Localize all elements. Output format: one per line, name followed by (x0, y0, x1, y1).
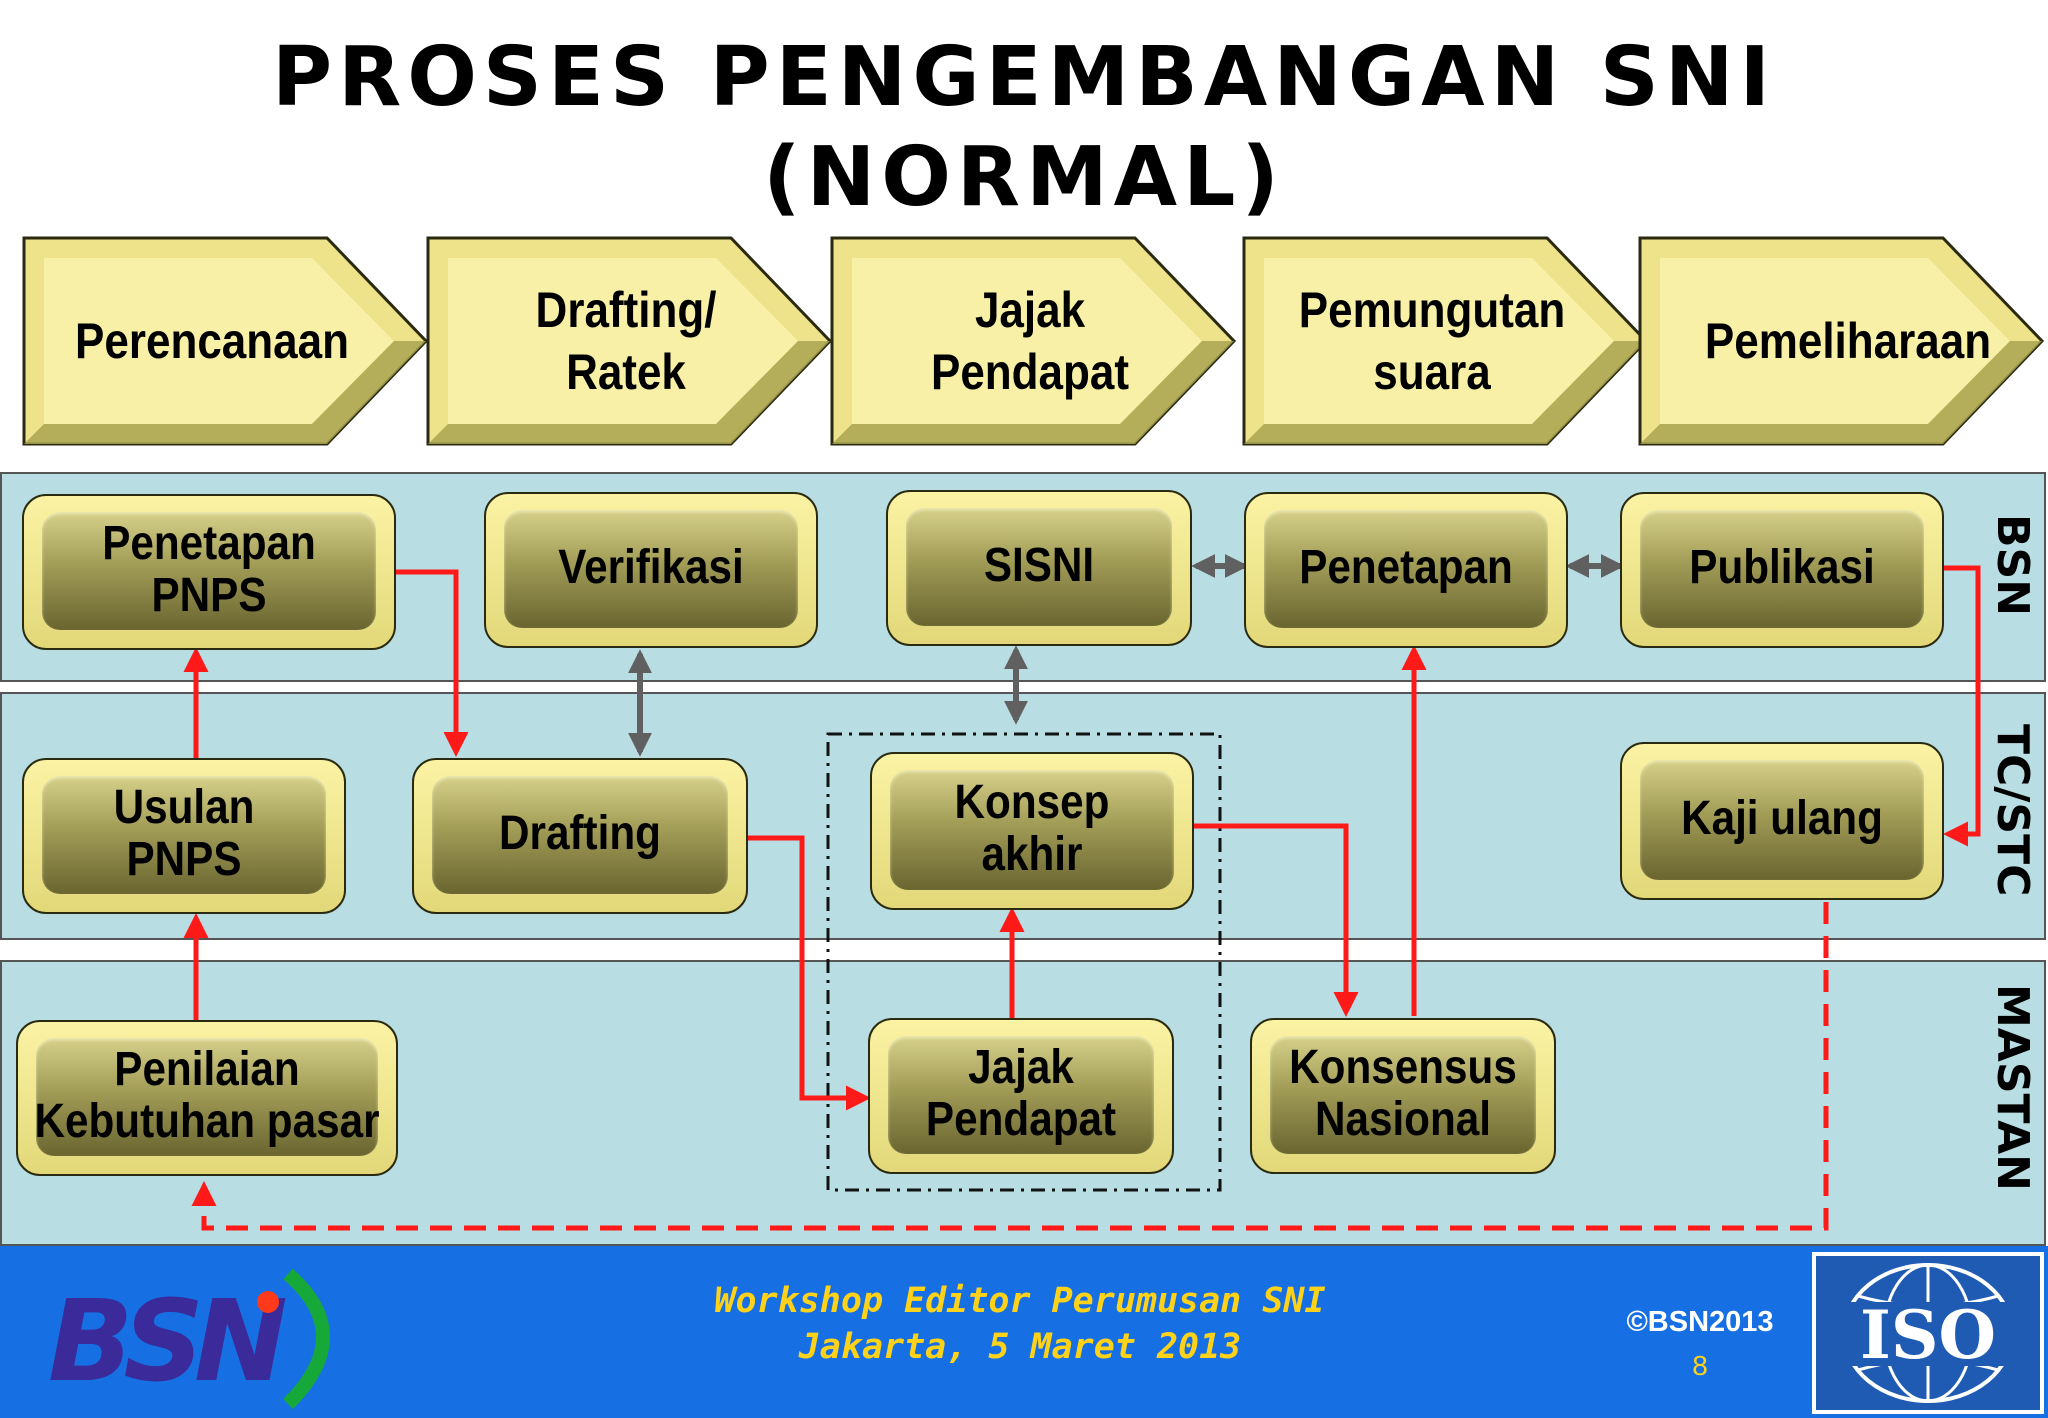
phase-label: Pemeliharaan (1704, 313, 1992, 369)
phase-chevron-shape (830, 236, 1237, 446)
node-label: Verifikasi (558, 541, 744, 594)
phase-chevron-shape (1242, 236, 1649, 446)
node-label: Penetapan (1299, 541, 1513, 594)
phase-perencanaan: Perencanaan (22, 236, 430, 446)
phase-chevron-shape (1638, 236, 2045, 446)
title-line-1: PROSES PENGEMBANGAN SNI (271, 30, 1776, 125)
bsn-logo-arc (283, 1268, 330, 1409)
iso-text: ISO (1860, 1296, 1996, 1374)
phase-label: Perencanaan (75, 313, 349, 369)
arrow-konsep-to-konsensus (1194, 823, 1359, 1017)
bsn-logo-dot (257, 1291, 279, 1313)
node-publikasi: Publikasi (1620, 492, 1944, 648)
footer-line-2: Jakarta, 5 Maret 2013 (798, 1327, 1242, 1367)
lane-label-mastan: MASTAN (1987, 984, 2038, 1192)
lane-label-tc-stc: TC/STC (1987, 724, 2038, 897)
iso-logo: ISO (1812, 1252, 2044, 1414)
iso-globe-icon: ISO (1824, 1263, 2032, 1403)
page-title: PROSES PENGEMBANGAN SNI (NORMAL) (0, 28, 2048, 228)
title-line-2: (NORMAL) (763, 130, 1285, 225)
arrow-kaji-ulang-to-penilaian (191, 902, 1829, 1231)
phase-chevron-shape (22, 236, 429, 446)
node-label: Drafting (499, 807, 661, 860)
phase-label: Drafting/Ratek (535, 282, 717, 400)
arrow-drafting-to-jajak (748, 835, 871, 1111)
bsn-logo-text: BSN (48, 1277, 286, 1407)
jajak-group-outline (826, 732, 1222, 1192)
phase-pemeliharaan: Pemeliharaan (1638, 236, 2046, 446)
node-sisni: SISNI (886, 490, 1192, 646)
node-label: Publikasi (1689, 541, 1875, 594)
node-kaji-ulang: Kaji ulang (1620, 742, 1944, 900)
page-number: 8 (1692, 1350, 1708, 1381)
copyright-text: ©BSN2013 (1626, 1306, 1774, 1338)
arrow-penetapan-pnps-to-drafting (394, 569, 469, 757)
phase-drafting: Drafting/Ratek (426, 236, 834, 446)
phase-chevron-shape (426, 236, 833, 446)
node-label: SISNI (983, 539, 1095, 592)
footer-bar: BSN Workshop Editor Perumusan SNI Jakart… (0, 1246, 2048, 1418)
footer-line-1: Workshop Editor Perumusan SNI (714, 1281, 1326, 1321)
lane-label-bsn: BSN (1987, 514, 2038, 617)
node-label: Kaji ulang (1681, 792, 1883, 845)
bsn-logo: BSN (48, 1268, 330, 1409)
node-penetapan: Penetapan (1244, 492, 1568, 648)
node-verifikasi: Verifikasi (484, 492, 818, 648)
footer-caption: Workshop Editor Perumusan SNI Jakarta, 5… (620, 1278, 1420, 1370)
arrow-publikasi-to-kaji-ulang (1943, 565, 1981, 847)
node-drafting: Drafting (412, 758, 748, 914)
